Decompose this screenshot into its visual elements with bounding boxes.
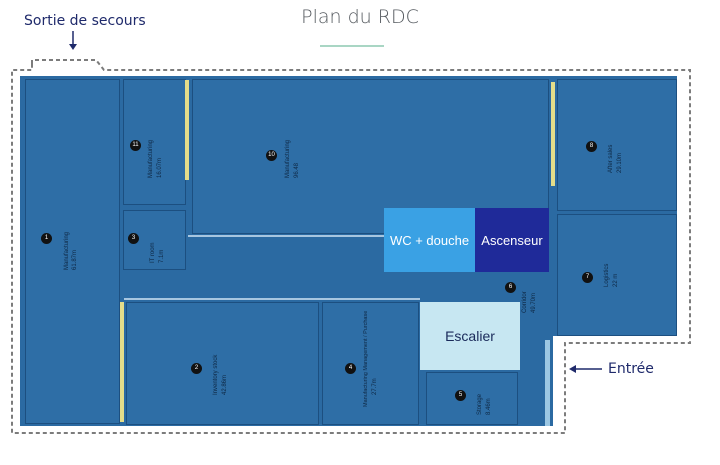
room-area: 8.46m bbox=[486, 398, 492, 415]
room-number: 1 bbox=[41, 233, 52, 244]
room-area: 16.07m bbox=[157, 157, 163, 178]
room-name: Logistics bbox=[604, 263, 610, 287]
entrance-label: Entrée bbox=[608, 361, 654, 377]
wall-accent bbox=[120, 302, 124, 422]
room-name: Inventory stock bbox=[213, 354, 219, 395]
room-area: 96.48 bbox=[294, 162, 300, 178]
room-number: 7 bbox=[582, 272, 593, 283]
room-6-area: 49.70m bbox=[531, 292, 537, 313]
page-title: Plan du RDC bbox=[301, 6, 419, 28]
room-number: 11 bbox=[130, 140, 141, 151]
room-name: Manufacturing bbox=[148, 139, 154, 178]
wall-accent bbox=[551, 82, 555, 186]
room-number: 10 bbox=[266, 150, 277, 161]
room-number: 2 bbox=[191, 363, 202, 374]
room-area: 29.10m bbox=[617, 152, 623, 173]
title-underline bbox=[320, 45, 384, 47]
room-name: Manufacturing bbox=[285, 139, 291, 178]
room-name: After sales bbox=[608, 144, 614, 173]
room-number: 5 bbox=[455, 390, 466, 401]
room-number: 3 bbox=[128, 233, 139, 244]
arrow-left-icon bbox=[569, 365, 602, 373]
room-1: 1 Manufacturing 61.87m bbox=[25, 79, 120, 424]
room-4: 4 Manufacturing Management / Purchase 27… bbox=[322, 302, 419, 425]
room-number: 8 bbox=[586, 141, 597, 152]
arrow-down-icon bbox=[69, 31, 77, 50]
stairs-area: Escalier bbox=[420, 302, 520, 370]
room-name: Storage bbox=[477, 393, 483, 415]
room-2: 2 Inventory stock 42.86m bbox=[126, 302, 319, 425]
room-8: 8 After sales 29.10m bbox=[557, 79, 677, 211]
room-6-number: 6 bbox=[505, 282, 516, 293]
room-area: 42.86m bbox=[222, 374, 228, 395]
wall-accent bbox=[185, 80, 189, 180]
room-area: 61.87m bbox=[72, 249, 78, 270]
corridor-wall bbox=[124, 298, 420, 300]
room-3: 3 IT room 7.1m bbox=[123, 210, 186, 270]
room-area: 27.7m bbox=[372, 378, 378, 395]
room-11: 11 Manufacturing 16.07m bbox=[123, 79, 186, 205]
room-7: 7 Logistics 22 m bbox=[557, 214, 677, 336]
corridor-wall bbox=[188, 235, 384, 237]
room-label: Manufacturing bbox=[64, 232, 71, 270]
room-area: 7.1m bbox=[159, 249, 165, 263]
room-number: 4 bbox=[345, 363, 356, 374]
elevator-area: Ascenseur bbox=[475, 208, 549, 272]
room-name: IT room bbox=[150, 242, 156, 263]
room-5: 5 Storage 8.46m bbox=[426, 372, 518, 425]
room-6-name: Corridor bbox=[522, 291, 528, 313]
emergency-exit-label: Sortie de secours bbox=[24, 13, 146, 29]
room-name: Manufacturing bbox=[64, 231, 70, 270]
wc-shower-area: WC + douche bbox=[384, 208, 475, 272]
wall-accent bbox=[545, 340, 550, 426]
room-area: 22 m bbox=[613, 273, 619, 287]
room-name: Manufacturing Management / Purchase bbox=[363, 310, 369, 407]
